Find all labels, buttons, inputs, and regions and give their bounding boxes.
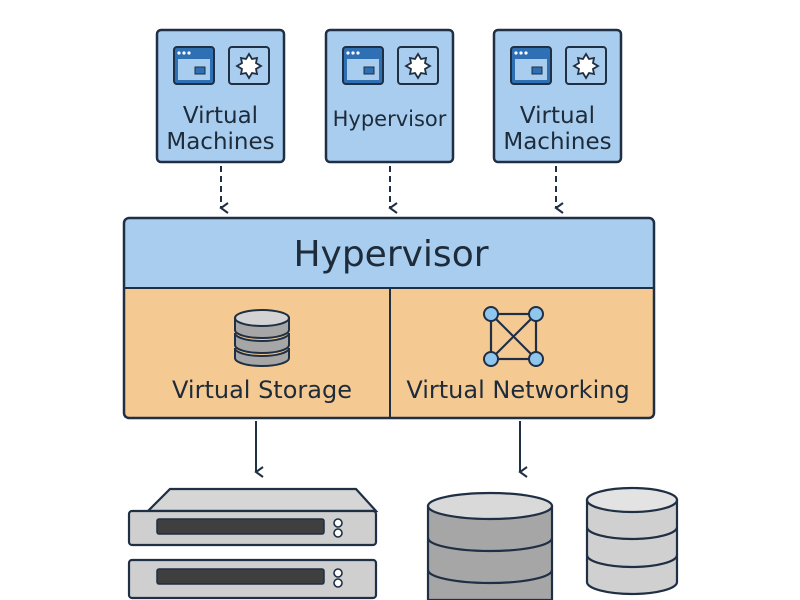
virtual-storage-label: Virtual Storage bbox=[172, 376, 352, 404]
gear-icon bbox=[565, 46, 607, 85]
vm-label-line1: Virtual bbox=[183, 103, 258, 129]
vm-box-1: Virtual Machines bbox=[155, 28, 286, 164]
window-icon bbox=[510, 46, 552, 85]
gear-icon bbox=[397, 46, 439, 85]
window-icon bbox=[342, 46, 384, 85]
vm-label-line1: Hypervisor bbox=[333, 107, 447, 131]
vm-box-2: Hypervisor bbox=[324, 28, 455, 164]
vm-label-line2: Machines bbox=[166, 129, 274, 155]
gear-icon bbox=[228, 46, 270, 85]
vm-label-line1: Virtual bbox=[520, 103, 595, 129]
database-cylinder-icon bbox=[426, 491, 554, 600]
hypervisor-block: Hypervisor Virtual Storage Virtual Netwo… bbox=[122, 216, 656, 420]
hypervisor-title: Hypervisor bbox=[293, 234, 488, 275]
network-topology-icon bbox=[483, 306, 544, 367]
vm-label-line2: Machines bbox=[503, 129, 611, 155]
rack-server-icon bbox=[127, 487, 379, 547]
rack-server-icon bbox=[127, 558, 378, 600]
window-icon bbox=[173, 46, 215, 85]
database-cylinder-icon bbox=[585, 486, 679, 596]
virtual-networking-label: Virtual Networking bbox=[406, 376, 629, 404]
database-icon bbox=[234, 309, 290, 367]
vm-box-3: Virtual Machines bbox=[492, 28, 623, 164]
